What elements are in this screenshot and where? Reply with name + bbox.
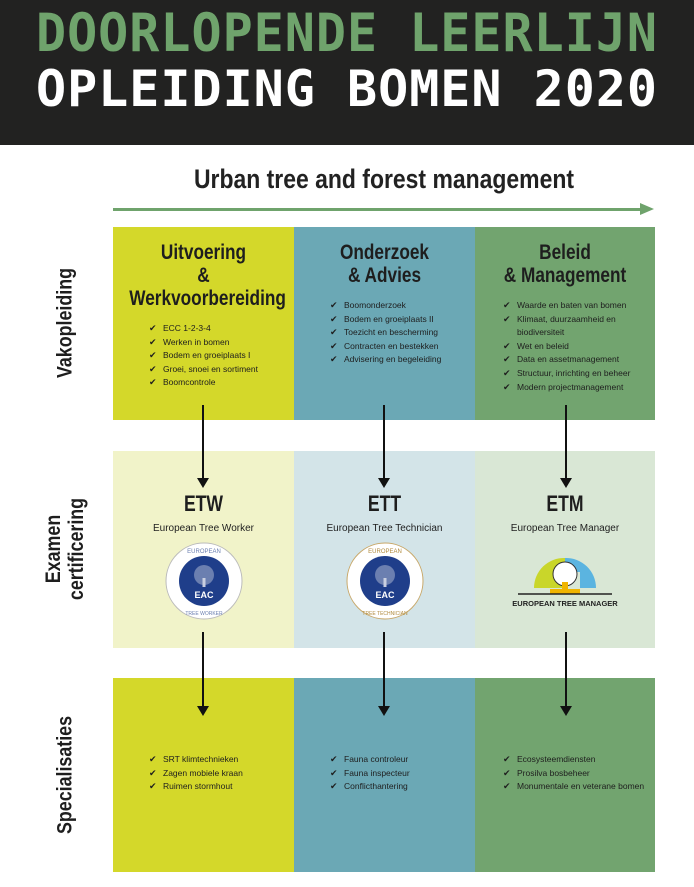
list-item: Advisering en begeleiding	[330, 353, 475, 367]
list-item: Bodem en groeiplaats II	[330, 313, 475, 327]
progress-arrow-line	[113, 208, 645, 211]
list-item: Werken in bomen	[149, 336, 294, 350]
list-item: Groei, snoei en sortiment	[149, 363, 294, 377]
flow-arrow-down-icon	[378, 632, 390, 716]
course-block-onderzoek: Onderzoek& Advies Boomonderzoek Bodem en…	[294, 227, 475, 420]
list-item: Toezicht en bescherming	[330, 326, 475, 340]
list-item: Ruimen stormhout	[149, 780, 294, 794]
svg-text:TREE WORKER: TREE WORKER	[185, 611, 223, 617]
list-item: Fauna controleur	[330, 753, 475, 767]
row-label-specialisaties: Specialisaties	[53, 715, 77, 835]
column-subtitle: & Advies	[347, 264, 422, 287]
specialization-list: Fauna controleur Fauna inspecteur Confli…	[330, 753, 475, 794]
specialization-list: Ecosysteemdiensten Prosilva bosbeheer Mo…	[503, 753, 655, 794]
cert-code: ETW	[183, 491, 224, 516]
list-item: SRT klimtechnieken	[149, 753, 294, 767]
list-item: Prosilva bosbeheer	[503, 767, 655, 781]
eac-tree-technician-logo: EAC EUROPEAN TREE TECHNICIAN	[346, 542, 423, 620]
course-block-beleid: Beleid& Management Waarde en baten van b…	[475, 227, 655, 420]
title-line-2: OPLEIDING BOMEN 2020	[35, 60, 659, 118]
cert-name: European Tree Technician	[326, 523, 443, 534]
cert-code: ETT	[367, 491, 402, 516]
header-banner: DOORLOPENDE LEERLIJN OPLEIDING BOMEN 202…	[0, 0, 694, 145]
svg-text:EAC: EAC	[194, 590, 214, 600]
cert-name: European Tree Worker	[153, 523, 254, 534]
flow-arrow-down-icon	[197, 632, 209, 716]
list-item: Wet en beleid	[503, 340, 647, 354]
column-subtitle: & Werkvoorbereiding	[129, 264, 286, 310]
flow-arrow-down-icon	[378, 405, 390, 488]
list-item: Contracten en bestekken	[330, 340, 475, 354]
flow-arrow-down-icon	[197, 405, 209, 488]
list-item: Waarde en baten van bomen	[503, 299, 647, 313]
title-line-1: DOORLOPENDE LEERLIJN	[35, 2, 659, 64]
eac-tree-worker-logo: EAC EUROPEAN TREE WORKER	[165, 542, 242, 620]
svg-text:EAC: EAC	[375, 590, 395, 600]
list-item: Boomcontrole	[149, 376, 294, 390]
cert-block-ett: ETT European Tree Technician EAC EUROPEA…	[294, 451, 475, 648]
course-list: Boomonderzoek Bodem en groeiplaats II To…	[330, 299, 475, 367]
list-item: Modern projectmanagement	[503, 381, 647, 395]
list-item: ECC 1-2-3-4	[149, 322, 294, 336]
list-item: Klimaat, duurzaamheid en biodiversiteit	[503, 313, 647, 340]
svg-text:TREE TECHNICIAN: TREE TECHNICIAN	[362, 611, 408, 617]
cert-name: European Tree Manager	[510, 523, 620, 534]
list-item: Ecosysteemdiensten	[503, 753, 655, 767]
list-item: Boomonderzoek	[330, 299, 475, 313]
flow-arrow-down-icon	[560, 632, 572, 716]
course-block-uitvoering: Uitvoering& Werkvoorbereiding ECC 1-2-3-…	[113, 227, 294, 420]
arrow-right-icon	[640, 203, 654, 215]
svg-text:EUROPEAN: EUROPEAN	[368, 549, 402, 555]
subtitle: Urban tree and forest management	[193, 164, 575, 194]
list-item: Zagen mobiele kraan	[149, 767, 294, 781]
column-title: Onderzoek	[340, 241, 429, 264]
column-subtitle: & Management	[503, 264, 627, 287]
list-item: Monumentale en veterane bomen	[503, 780, 655, 794]
list-item: Fauna inspecteur	[330, 767, 475, 781]
svg-text:EUROPEAN: EUROPEAN	[187, 549, 221, 555]
specialization-list: SRT klimtechnieken Zagen mobiele kraan R…	[149, 753, 294, 794]
row-label-vakopleiding: Vakopleiding	[53, 267, 77, 379]
list-item: Bodem en groeiplaats I	[149, 349, 294, 363]
course-list: ECC 1-2-3-4 Werken in bomen Bodem en gro…	[149, 322, 294, 390]
european-tree-manager-logo: EUROPEAN TREE MANAGER	[512, 557, 618, 608]
course-list: Waarde en baten van bomen Klimaat, duurz…	[503, 299, 647, 394]
list-item: Conflicthantering	[330, 780, 475, 794]
column-title: Beleid	[539, 241, 591, 264]
column-title: Uitvoering	[160, 241, 247, 264]
list-item: Data en assetmanagement	[503, 353, 647, 367]
row-label-examen: Examen certificering	[42, 497, 88, 601]
svg-text:EUROPEAN TREE MANAGER: EUROPEAN TREE MANAGER	[512, 599, 618, 608]
list-item: Structuur, inrichting en beheer	[503, 367, 647, 381]
cert-code: ETM	[546, 491, 584, 516]
flow-arrow-down-icon	[560, 405, 572, 488]
